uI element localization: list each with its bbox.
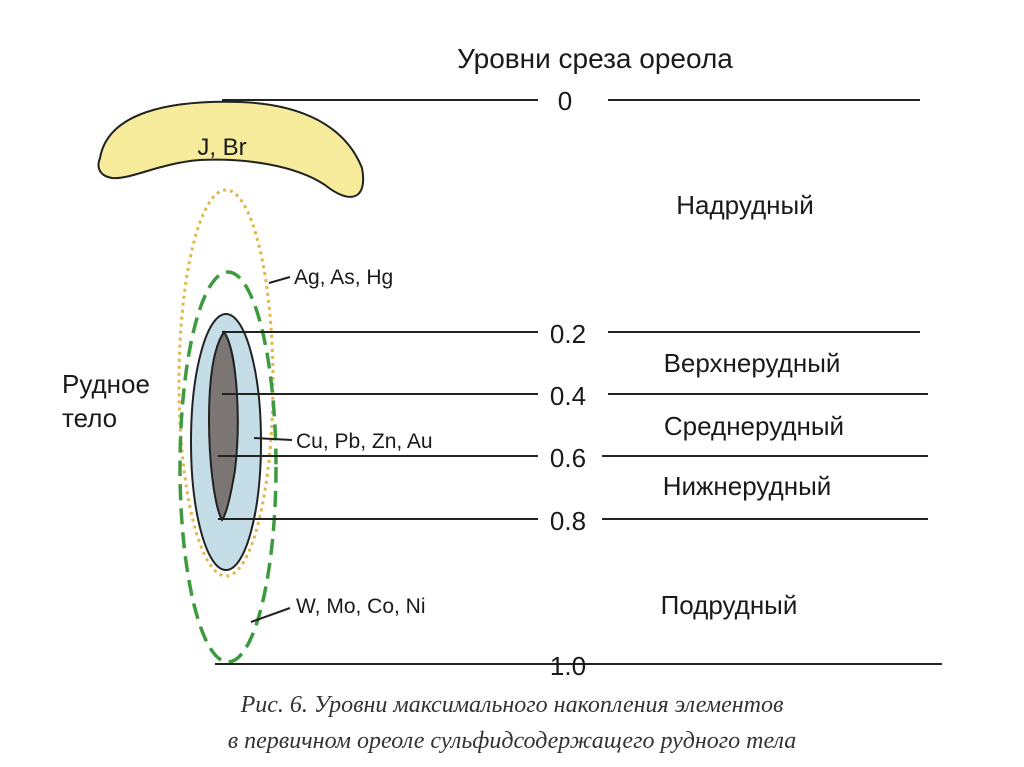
level-value-1.0: 1.0 xyxy=(550,651,586,681)
label-ag-as-hg: Ag, As, Hg xyxy=(294,266,393,289)
cap-jbr-shape xyxy=(97,100,365,198)
zone-verkhnerudny: Верхнерудный xyxy=(664,348,841,378)
zone-nizhnerudny: Нижнерудный xyxy=(663,471,832,501)
zone-nadrudny: Надрудный xyxy=(676,190,813,220)
diagram-title: Уровни среза ореола xyxy=(457,43,733,74)
zone-podrudny: Подрудный xyxy=(661,590,798,620)
label-w-mo-co-ni: W, Mo, Co, Ni xyxy=(296,595,426,618)
level-value-0: 0 xyxy=(558,86,572,116)
zone-srednerudny: Среднерудный xyxy=(664,411,844,441)
level-value-0.8: 0.8 xyxy=(550,506,586,536)
leader-dotted-halo xyxy=(268,276,291,284)
cap-label: J, Br xyxy=(197,134,246,161)
leader-inner-halo xyxy=(253,437,293,441)
figure-caption-line1: Рис. 6. Уровни максимального накопления … xyxy=(240,692,784,718)
figure-caption-line2: в первичном ореоле сульфидсодержащего ру… xyxy=(227,728,797,754)
level-value-0.2: 0.2 xyxy=(550,319,586,349)
ore-body-label-line1: Рудное xyxy=(62,369,150,399)
label-cu-pb-zn-au: Cu, Pb, Zn, Au xyxy=(296,430,433,453)
level-value-0.6: 0.6 xyxy=(550,443,586,473)
outer-halo xyxy=(178,270,278,664)
ore-body-label-line2: тело xyxy=(62,403,117,433)
level-value-0.4: 0.4 xyxy=(550,381,586,411)
leader-outer-halo xyxy=(250,607,291,623)
